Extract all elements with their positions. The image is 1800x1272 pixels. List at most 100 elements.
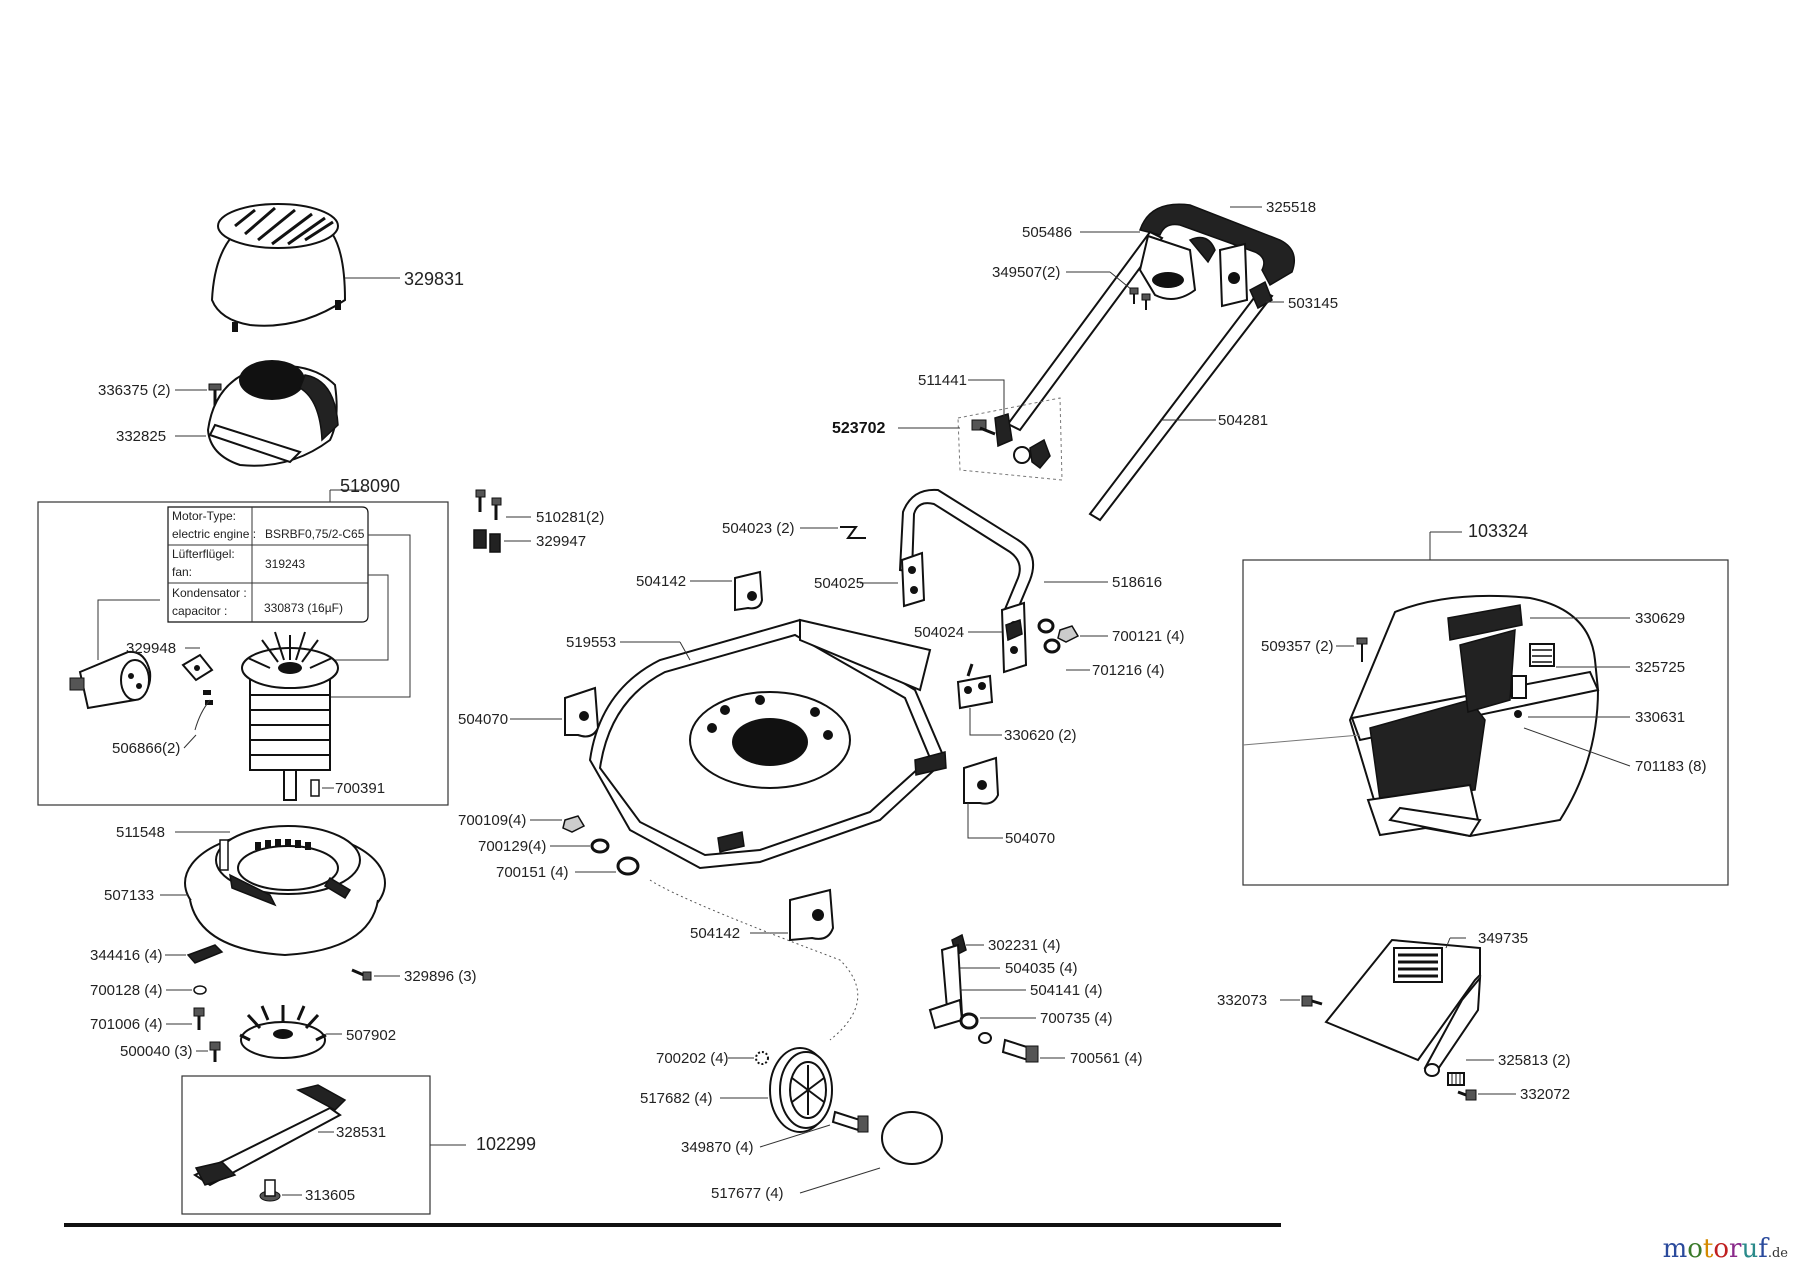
nut-700109 <box>562 815 586 833</box>
clip-329948 <box>181 653 214 682</box>
label-511441: 511441 <box>918 372 967 389</box>
label-518090: 518090 <box>340 476 400 496</box>
table-capacitor-value: 330873 (16µF) <box>264 601 343 615</box>
label-701006: 701006 (4) <box>90 1016 163 1033</box>
table-capacitor-label-de: Kondensator : <box>172 586 247 600</box>
screw-509357 <box>1356 637 1368 662</box>
label-504141: 504141 (4) <box>1030 982 1103 999</box>
label-329896: 329896 (3) <box>404 968 477 985</box>
table-engine-value: BSRBF0,75/2-C65 <box>265 527 365 541</box>
label-332072: 332072 <box>1520 1086 1570 1103</box>
label-506866: 506866(2) <box>112 740 180 757</box>
grass-catcher-drawing <box>1348 594 1600 838</box>
screw-329896 <box>351 968 372 981</box>
label-102299: 102299 <box>476 1134 536 1154</box>
label-510281: 510281(2) <box>536 509 604 526</box>
label-700109: 700109(4) <box>458 812 526 829</box>
label-504142-bottom: 504142 <box>690 925 740 942</box>
label-349735: 349735 <box>1478 930 1528 947</box>
bracket-504142-bottom <box>789 888 835 942</box>
pin-332073 <box>1301 995 1323 1007</box>
label-325725: 325725 <box>1635 659 1685 676</box>
gear-700202 <box>755 1051 769 1065</box>
logo-letter: o <box>1713 1234 1730 1264</box>
bolt-700561 <box>1001 1038 1039 1063</box>
label-519553: 519553 <box>566 634 616 651</box>
label-330620: 330620 (2) <box>1004 727 1077 744</box>
motor-cover-drawing <box>210 203 347 332</box>
bolt-349870 <box>831 1110 869 1133</box>
label-700391: 700391 <box>335 780 385 797</box>
label-302231: 302231 (4) <box>988 937 1061 954</box>
label-503145: 503145 <box>1288 295 1338 312</box>
capacitor-drawing <box>69 650 152 710</box>
wheel-517682-drawing <box>769 1047 833 1133</box>
bolt-313605 <box>259 1179 281 1202</box>
screw-500040 <box>209 1041 221 1062</box>
cover-332825-drawing <box>206 360 339 467</box>
label-344416: 344416 (4) <box>90 947 163 964</box>
label-505486: 505486 <box>1022 224 1072 241</box>
handle-drawing <box>1006 203 1295 522</box>
label-523702: 523702 <box>832 420 885 437</box>
label-507902: 507902 <box>346 1027 396 1044</box>
height-adjuster-drawing <box>928 933 992 1044</box>
label-517682: 517682 (4) <box>640 1090 713 1107</box>
label-330631: 330631 <box>1635 709 1685 726</box>
label-500040: 500040 (3) <box>120 1043 193 1060</box>
motor-spec-table: Motor-Type: electric engine : BSRBF0,75/… <box>167 506 369 623</box>
label-329831: 329831 <box>404 269 464 289</box>
table-fan-label: fan: <box>172 565 192 579</box>
label-700735: 700735 (4) <box>1040 1010 1113 1027</box>
label-700121: 700121 (4) <box>1112 628 1185 645</box>
logo-letter: r <box>1729 1234 1742 1264</box>
label-700151: 700151 (4) <box>496 864 569 881</box>
logo-letter: t <box>1702 1234 1714 1264</box>
bolt-330620 <box>956 663 994 710</box>
key-700391 <box>310 779 320 797</box>
pin-332072 <box>1457 1089 1477 1101</box>
nuts-700121 <box>1037 618 1080 643</box>
table-fan-value: 319243 <box>265 557 305 571</box>
motor-housing-drawing <box>184 825 386 957</box>
grass-box-frame <box>1242 559 1729 886</box>
bracket-504142-top <box>734 570 764 612</box>
washer-701216 <box>1043 638 1061 654</box>
brand-logo: motoruf.de <box>1663 1234 1788 1264</box>
label-504035: 504035 (4) <box>1005 960 1078 977</box>
label-504024: 504024 <box>914 624 964 641</box>
label-504070-right: 504070 <box>1005 830 1055 847</box>
screw-701006 <box>193 1007 205 1030</box>
label-325518: 325518 <box>1266 199 1316 216</box>
label-313605: 313605 <box>305 1187 355 1204</box>
label-504023: 504023 (2) <box>722 520 795 537</box>
fan-507902-drawing <box>239 1005 327 1059</box>
washer-700151 <box>616 856 640 876</box>
table-fan-label-de: Lüfterflügel: <box>172 547 235 561</box>
logo-wordmark: motoruf <box>1663 1234 1768 1264</box>
clamp-344416 <box>186 944 224 964</box>
table-motor-type-label: Motor-Type: <box>172 509 236 523</box>
label-509357: 509357 (2) <box>1261 638 1334 655</box>
label-336375: 336375 (2) <box>98 382 171 399</box>
logo-letter: m <box>1662 1234 1688 1264</box>
spring-504023 <box>840 526 866 539</box>
logo-tld: .de <box>1767 1246 1788 1261</box>
label-332073: 332073 <box>1217 992 1267 1009</box>
label-504070-left: 504070 <box>458 711 508 728</box>
label-507133: 507133 <box>104 887 154 904</box>
label-700128: 700128 (4) <box>90 982 163 999</box>
label-504025: 504025 <box>814 575 864 592</box>
label-511548: 511548 <box>116 824 165 841</box>
table-engine-label: electric engine : <box>172 527 256 541</box>
lower-handle-drawing <box>898 488 1034 674</box>
mower-deck-drawing <box>588 618 947 870</box>
label-329947: 329947 <box>536 533 586 550</box>
label-349870: 349870 (4) <box>681 1139 754 1156</box>
label-700129: 700129(4) <box>478 838 546 855</box>
clips-329947 <box>473 529 501 553</box>
label-328531: 328531 <box>336 1124 386 1141</box>
label-517677: 517677 (4) <box>711 1185 784 1202</box>
rear-flap-drawing <box>1324 938 1482 1077</box>
